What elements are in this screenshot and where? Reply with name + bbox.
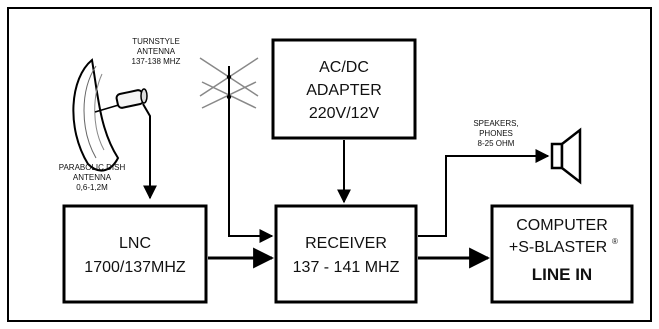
adapter-label-1: AC/DC: [319, 59, 369, 76]
lnc-label-1: LNC: [119, 235, 151, 252]
dish-label-3: 0,6-1,2M: [76, 183, 108, 192]
speakers-label-2: PHONES: [479, 129, 513, 138]
adapter-label-2: ADAPTER: [306, 82, 382, 99]
receiver-label-2: 137 - 141 MHZ: [293, 259, 400, 276]
computer-label-1: COMPUTER: [516, 217, 608, 234]
parabolic-dish-icon: [72, 58, 148, 172]
computer-label-2: +S-BLASTER: [509, 239, 607, 256]
speakers-label-3: 8-25 OHM: [478, 139, 515, 148]
dish-label-1: PARABOLIC DISH: [59, 163, 126, 172]
receiver-block: RECEIVER 137 - 141 MHZ: [274, 204, 418, 304]
speakers-label-1: SPEAKERS,: [473, 119, 518, 128]
adapter-block: AC/DC ADAPTER 220V/12V: [271, 38, 417, 140]
lnc-block: LNC 1700/137MHZ: [62, 204, 208, 304]
trademark-symbol: ®: [612, 237, 618, 246]
adapter-label-3: 220V/12V: [309, 105, 380, 122]
turnstyle-label-1: TURNSTYLE: [132, 37, 180, 46]
turnstyle-label: TURNSTYLE ANTENNA 137-138 MHZ: [132, 37, 181, 66]
turnstyle-label-2: ANTENNA: [137, 47, 176, 56]
dish-label-2: ANTENNA: [73, 173, 112, 182]
dish-label: PARABOLIC DISH ANTENNA 0,6-1,2M: [59, 163, 126, 192]
receiver-label-1: RECEIVER: [305, 235, 387, 252]
computer-block: COMPUTER +S-BLASTER ® LINE IN: [490, 204, 634, 304]
computer-label-3: LINE IN: [532, 265, 592, 284]
speakers-label: SPEAKERS, PHONES 8-25 OHM: [473, 119, 518, 148]
speaker-icon: [550, 127, 582, 185]
connection-lines: [142, 103, 550, 269]
turnstyle-antenna-icon: [199, 57, 259, 118]
lnc-label-2: 1700/137MHZ: [84, 259, 186, 276]
turnstyle-label-3: 137-138 MHZ: [132, 57, 181, 66]
